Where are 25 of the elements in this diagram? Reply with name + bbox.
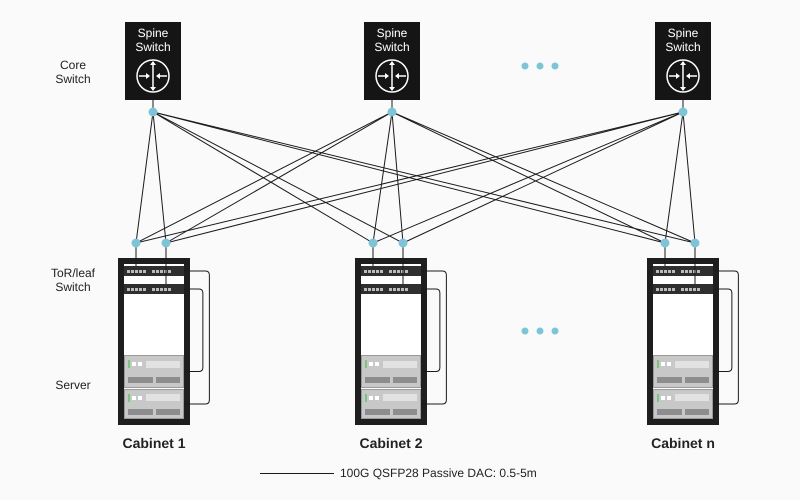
tier-label: Server xyxy=(54,378,92,392)
cabinet-label: Cabinet n xyxy=(651,434,715,453)
server-unit xyxy=(653,355,713,388)
switch-label: Spine Switch xyxy=(134,26,172,54)
server-unit xyxy=(124,389,184,419)
legend-text: 100G QSFP28 Passive DAC: 0.5-5m xyxy=(340,465,537,482)
switch-unit xyxy=(361,266,421,276)
switch-unit xyxy=(653,266,713,276)
switch-unit xyxy=(361,284,421,294)
tier-label: Core Switch xyxy=(54,58,92,86)
server-unit xyxy=(361,389,421,419)
server-unit xyxy=(124,355,184,388)
server-unit xyxy=(361,355,421,388)
switch-unit xyxy=(653,284,713,294)
cabinet-label: Cabinet 1 xyxy=(122,434,186,453)
spine-switch-box xyxy=(655,22,711,100)
spine-switch-box xyxy=(125,22,181,100)
cabinet-label: Cabinet 2 xyxy=(359,434,422,453)
switch-label: Spine Switch xyxy=(664,26,702,54)
switch-unit xyxy=(124,284,184,294)
server-unit xyxy=(653,389,713,419)
spine-switch-box xyxy=(364,22,420,100)
switch-label: Spine Switch xyxy=(373,26,411,54)
tier-label: ToR/leaf Switch xyxy=(50,266,96,294)
switch-unit xyxy=(124,266,184,276)
